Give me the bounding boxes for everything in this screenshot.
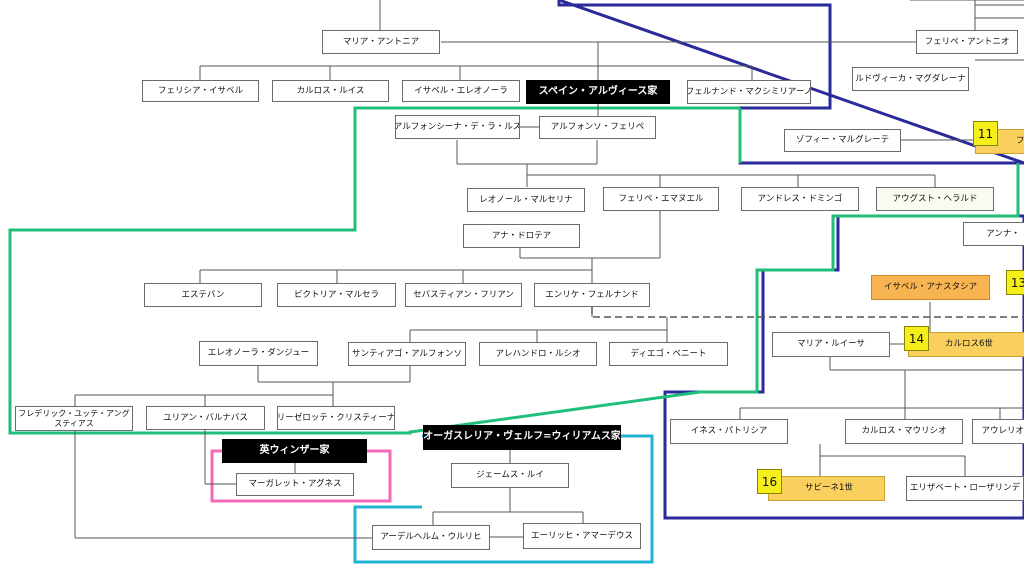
person-maria-antonia[interactable]: マリア・アントニア bbox=[322, 30, 440, 54]
person-alfoncina-de-la-luz[interactable]: アルフォンシーナ・デ・ラ・ルス bbox=[395, 115, 520, 139]
person-margaret-agnes[interactable]: マーガレット・アグネス bbox=[236, 473, 354, 496]
person-frederick[interactable]: フレデリック・ユッテ・アングスティアス bbox=[15, 406, 133, 431]
person-adelhelm-ulrich[interactable]: アーデルヘルム・ウルリヒ bbox=[372, 525, 490, 550]
person-felipe-antonio[interactable]: フェリペ・アントニオ bbox=[916, 30, 1018, 54]
green-house-outline bbox=[8, 106, 1020, 435]
person-alejandro-lucio[interactable]: アレハンドロ・ルシオ bbox=[479, 342, 597, 366]
person-alfonso-felipe[interactable]: アルフォンソ・フェリペ bbox=[539, 116, 656, 139]
house-windsor: 英ウィンザー家 bbox=[222, 439, 367, 463]
badge-11: 11 bbox=[973, 121, 998, 146]
badge-14: 14 bbox=[904, 326, 929, 351]
navy-house-outline bbox=[557, 0, 1024, 165]
person-sabine-1[interactable]: サビーネ1世 bbox=[768, 476, 885, 501]
person-andres-domingo[interactable]: アンドレス・ドミンゴ bbox=[741, 187, 859, 211]
person-sophie-margarete[interactable]: ゾフィー・マルグレーテ bbox=[784, 129, 901, 152]
navy-house-outline-lower bbox=[663, 214, 1024, 520]
person-felipe-emanuel[interactable]: フェリペ・エマヌエル bbox=[603, 187, 719, 211]
person-julian-bernabas[interactable]: ユリアン・バルナバス bbox=[146, 406, 265, 430]
badge-16: 16 bbox=[757, 469, 782, 494]
person-ehrich-amadeus[interactable]: エーリッヒ・アマーデウス bbox=[523, 523, 641, 549]
person-james-louis[interactable]: ジェームス・ルイ bbox=[451, 463, 569, 488]
connector-lines bbox=[74, 0, 1024, 539]
person-eleonora-danju[interactable]: エレオノーラ・ダンジュー bbox=[199, 341, 318, 366]
person-ludovica-magdalena[interactable]: ルドヴィーカ・マグダレーナ bbox=[852, 67, 969, 91]
person-isabel-anastasia[interactable]: イサベル・アナスタシア bbox=[871, 275, 990, 300]
person-felicia-isabel[interactable]: フェリシア・イサベル bbox=[142, 80, 259, 102]
house-welf: オーガスレリア・ヴェルフ=ウィリアムス家 bbox=[423, 425, 621, 450]
person-anna-partial[interactable]: アンナ・ bbox=[963, 222, 1024, 246]
person-leonor-marcelina[interactable]: レオノール・マルセリナ bbox=[467, 188, 585, 212]
person-carlos-6[interactable]: カルロス6世 bbox=[908, 332, 1024, 357]
person-ines-patricia[interactable]: イネス・パトリシア bbox=[670, 419, 788, 444]
badge-13: 13 bbox=[1006, 270, 1024, 295]
person-fernando-maximiliano[interactable]: フェルナンド・マクシミリアーノ bbox=[687, 80, 811, 104]
person-victoria-marcela[interactable]: ビクトリア・マルセラ bbox=[277, 283, 396, 307]
person-august-harald[interactable]: アウグスト・ヘラルド bbox=[876, 187, 994, 211]
person-enrique-fernando[interactable]: エンリケ・フェルナンド bbox=[534, 283, 650, 307]
person-isabel-eleonora[interactable]: イサベル・エレオノーラ bbox=[402, 80, 520, 102]
person-santiago-alfonso[interactable]: サンティアゴ・アルフォンソ bbox=[348, 342, 466, 366]
person-estevan[interactable]: エステバン bbox=[144, 283, 262, 307]
person-sebastian-julian[interactable]: セバスティアン・フリアン bbox=[405, 283, 522, 307]
person-carlos-mauricio[interactable]: カルロス・マウリシオ bbox=[845, 419, 963, 444]
person-maria-luisa[interactable]: マリア・ルイーサ bbox=[772, 332, 890, 357]
person-carlos-luis[interactable]: カルロス・ルイス bbox=[272, 80, 389, 102]
marriage-dashed-line bbox=[591, 307, 1024, 318]
house-alvis: スペイン・アルヴィース家 bbox=[526, 80, 670, 104]
person-liselotte[interactable]: リーゼロッテ・クリスティーナ bbox=[277, 406, 395, 430]
person-elisabeth-rosalinde[interactable]: エリザベート・ローザリンデ bbox=[906, 476, 1024, 501]
person-diego-benito[interactable]: ディエゴ・ベニート bbox=[609, 342, 728, 366]
person-aurelio-partial[interactable]: アウレリオ・ bbox=[972, 419, 1024, 444]
person-ana-dorotea[interactable]: アナ・ドロテア bbox=[463, 224, 580, 248]
